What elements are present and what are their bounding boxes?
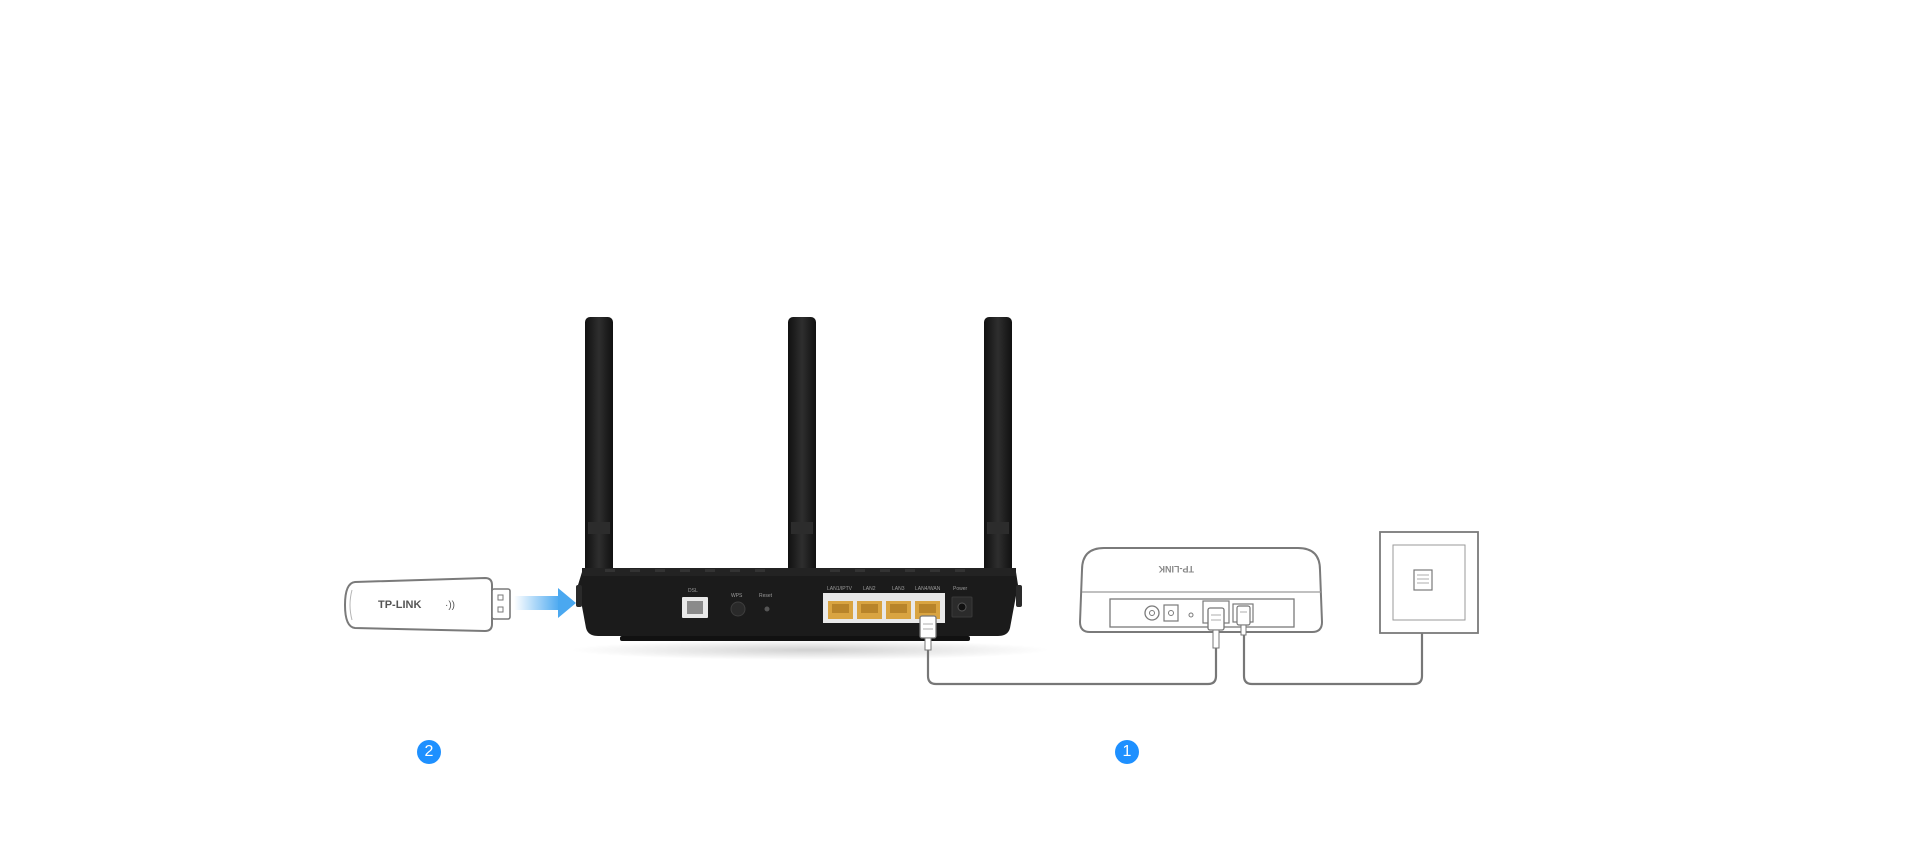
ethernet-plug-modem	[1207, 607, 1225, 649]
router: DSL WPS Reset LAN1/IPTV	[570, 317, 1050, 660]
lan-port-panel: LAN1/IPTV LAN2 LAN3 LAN4/WAN	[823, 586, 945, 623]
wps-label: WPS	[731, 593, 743, 599]
power-jack	[1163, 604, 1179, 622]
wps-button: WPS	[730, 593, 746, 617]
reset-button: Reset	[759, 593, 773, 612]
lan4-label: LAN4/WAN	[915, 586, 941, 592]
antenna-center	[788, 317, 816, 575]
power-port: Power	[951, 586, 973, 618]
lan1-label: LAN1/IPTV	[827, 586, 853, 592]
wireless-signal-icon: ·))	[445, 600, 455, 611]
insert-arrow-icon	[514, 588, 576, 618]
lan1-port: LAN1/IPTV	[827, 586, 853, 619]
antenna-left	[585, 317, 613, 575]
lan4-wan-port: LAN4/WAN	[915, 586, 941, 619]
lan3-port: LAN3	[886, 586, 911, 619]
usb-brand-label: TP-LINK	[378, 599, 421, 611]
usb-connector	[491, 588, 511, 620]
ethernet-cable	[926, 648, 1218, 686]
step-1-badge: 1	[1115, 740, 1139, 764]
dsl-port-label: DSL	[688, 588, 698, 594]
usb-modem: TP-LINK ·))	[343, 576, 511, 633]
coax-port	[1144, 605, 1160, 621]
power-label: Power	[953, 586, 968, 592]
reset-label: Reset	[759, 593, 773, 599]
ethernet-plug-router	[919, 615, 937, 651]
step-2-badge: 2	[417, 740, 441, 764]
lan3-label: LAN3	[892, 586, 905, 592]
phone-cable	[1242, 590, 1424, 686]
wall-phone-jack	[1379, 531, 1479, 634]
lan2-label: LAN2	[863, 586, 876, 592]
dsl-port: DSL	[682, 588, 708, 618]
phone-plug-modem	[1236, 605, 1251, 636]
modem-brand-label: TP-LINK	[1158, 564, 1194, 574]
lan2-port: LAN2	[857, 586, 882, 619]
dsl-modem: TP-LINK	[1078, 547, 1324, 633]
antenna-right	[984, 317, 1012, 575]
